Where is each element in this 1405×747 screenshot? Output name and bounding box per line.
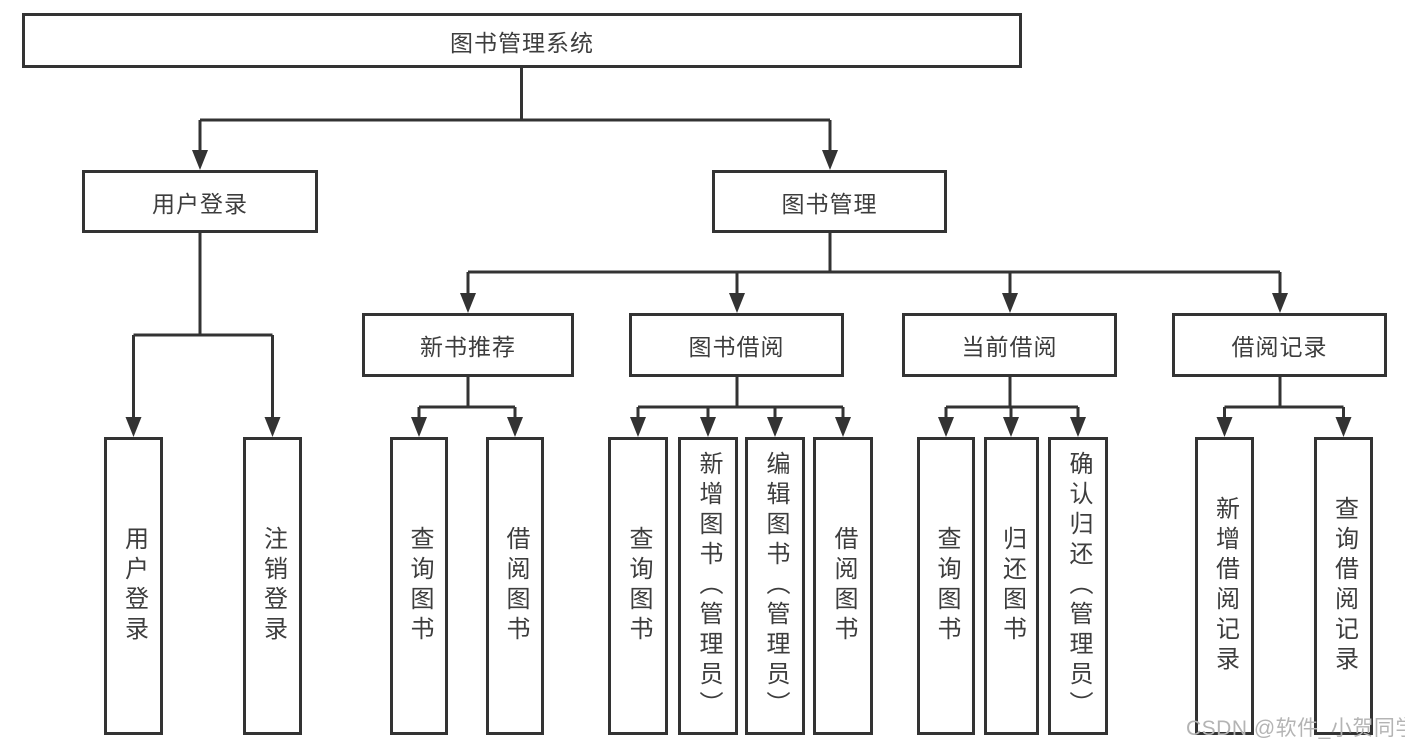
leaf-new-query-books: 查询图书 bbox=[390, 437, 448, 735]
leaf-edit-books-admin-label: 编辑图书（管理员） bbox=[762, 451, 789, 721]
leaf-user-login: 用户登录 bbox=[104, 437, 163, 735]
leaf-borrow-query-books: 查询图书 bbox=[608, 437, 668, 735]
leaf-query-borrow-record-label: 查询借阅记录 bbox=[1330, 496, 1358, 676]
node-current-borrow: 当前借阅 bbox=[902, 313, 1117, 377]
node-new-book-recommend: 新书推荐 bbox=[362, 313, 574, 377]
connector-root-to-level2 bbox=[192, 68, 838, 170]
leaf-logout-label: 注销登录 bbox=[259, 526, 287, 646]
leaf-new-borrow-books-label: 借阅图书 bbox=[502, 526, 529, 646]
csdn-watermark: CSDN @软件_小贺同学 bbox=[1186, 717, 1405, 740]
connector-new-book-branch bbox=[411, 377, 523, 437]
leaf-borrow-query-books-label: 查询图书 bbox=[625, 526, 652, 646]
leaf-edit-books-admin: 编辑图书（管理员） bbox=[745, 437, 805, 735]
node-book-borrow-label: 图书借阅 bbox=[688, 334, 785, 360]
connector-book-management-to-level3 bbox=[460, 233, 1288, 313]
connector-user-login-branch bbox=[125, 233, 281, 437]
leaf-add-borrow-record-label: 新增借阅记录 bbox=[1211, 496, 1239, 676]
leaf-add-borrow-record: 新增借阅记录 bbox=[1195, 437, 1254, 735]
leaf-user-login-label: 用户登录 bbox=[120, 526, 148, 646]
node-user-login-branch-label: 用户登录 bbox=[152, 190, 248, 217]
connector-borrow-records-branch bbox=[1216, 377, 1352, 437]
node-book-management-label: 图书管理 bbox=[781, 190, 878, 217]
leaf-add-books-admin-label: 新增图书（管理员） bbox=[695, 451, 722, 721]
leaf-current-query-books-label: 查询图书 bbox=[933, 526, 960, 646]
node-root: 图书管理系统 bbox=[22, 13, 1022, 68]
leaf-query-borrow-record: 查询借阅记录 bbox=[1314, 437, 1373, 735]
leaf-current-query-books: 查询图书 bbox=[917, 437, 975, 735]
leaf-borrow-books-label: 借阅图书 bbox=[830, 526, 857, 646]
node-current-borrow-label: 当前借阅 bbox=[961, 334, 1058, 360]
leaf-new-query-books-label: 查询图书 bbox=[406, 526, 433, 646]
node-user-login-branch: 用户登录 bbox=[82, 170, 318, 233]
leaf-confirm-return-admin-label: 确认归还（管理员） bbox=[1065, 451, 1092, 721]
node-new-book-recommend-label: 新书推荐 bbox=[420, 334, 516, 360]
leaf-borrow-books: 借阅图书 bbox=[813, 437, 873, 735]
leaf-new-borrow-books: 借阅图书 bbox=[486, 437, 544, 735]
leaf-return-books: 归还图书 bbox=[984, 437, 1039, 735]
connector-book-borrow-branch bbox=[630, 377, 851, 437]
leaf-logout: 注销登录 bbox=[243, 437, 302, 735]
node-book-borrow: 图书借阅 bbox=[629, 313, 844, 377]
leaf-add-books-admin: 新增图书（管理员） bbox=[678, 437, 738, 735]
node-book-management: 图书管理 bbox=[712, 170, 947, 233]
node-borrow-records-label: 借阅记录 bbox=[1231, 334, 1328, 360]
leaf-return-books-label: 归还图书 bbox=[998, 526, 1026, 646]
node-borrow-records: 借阅记录 bbox=[1172, 313, 1387, 377]
node-root-label: 图书管理系统 bbox=[450, 29, 594, 56]
connector-current-borrow-branch bbox=[938, 377, 1086, 437]
leaf-confirm-return-admin: 确认归还（管理员） bbox=[1048, 437, 1108, 735]
